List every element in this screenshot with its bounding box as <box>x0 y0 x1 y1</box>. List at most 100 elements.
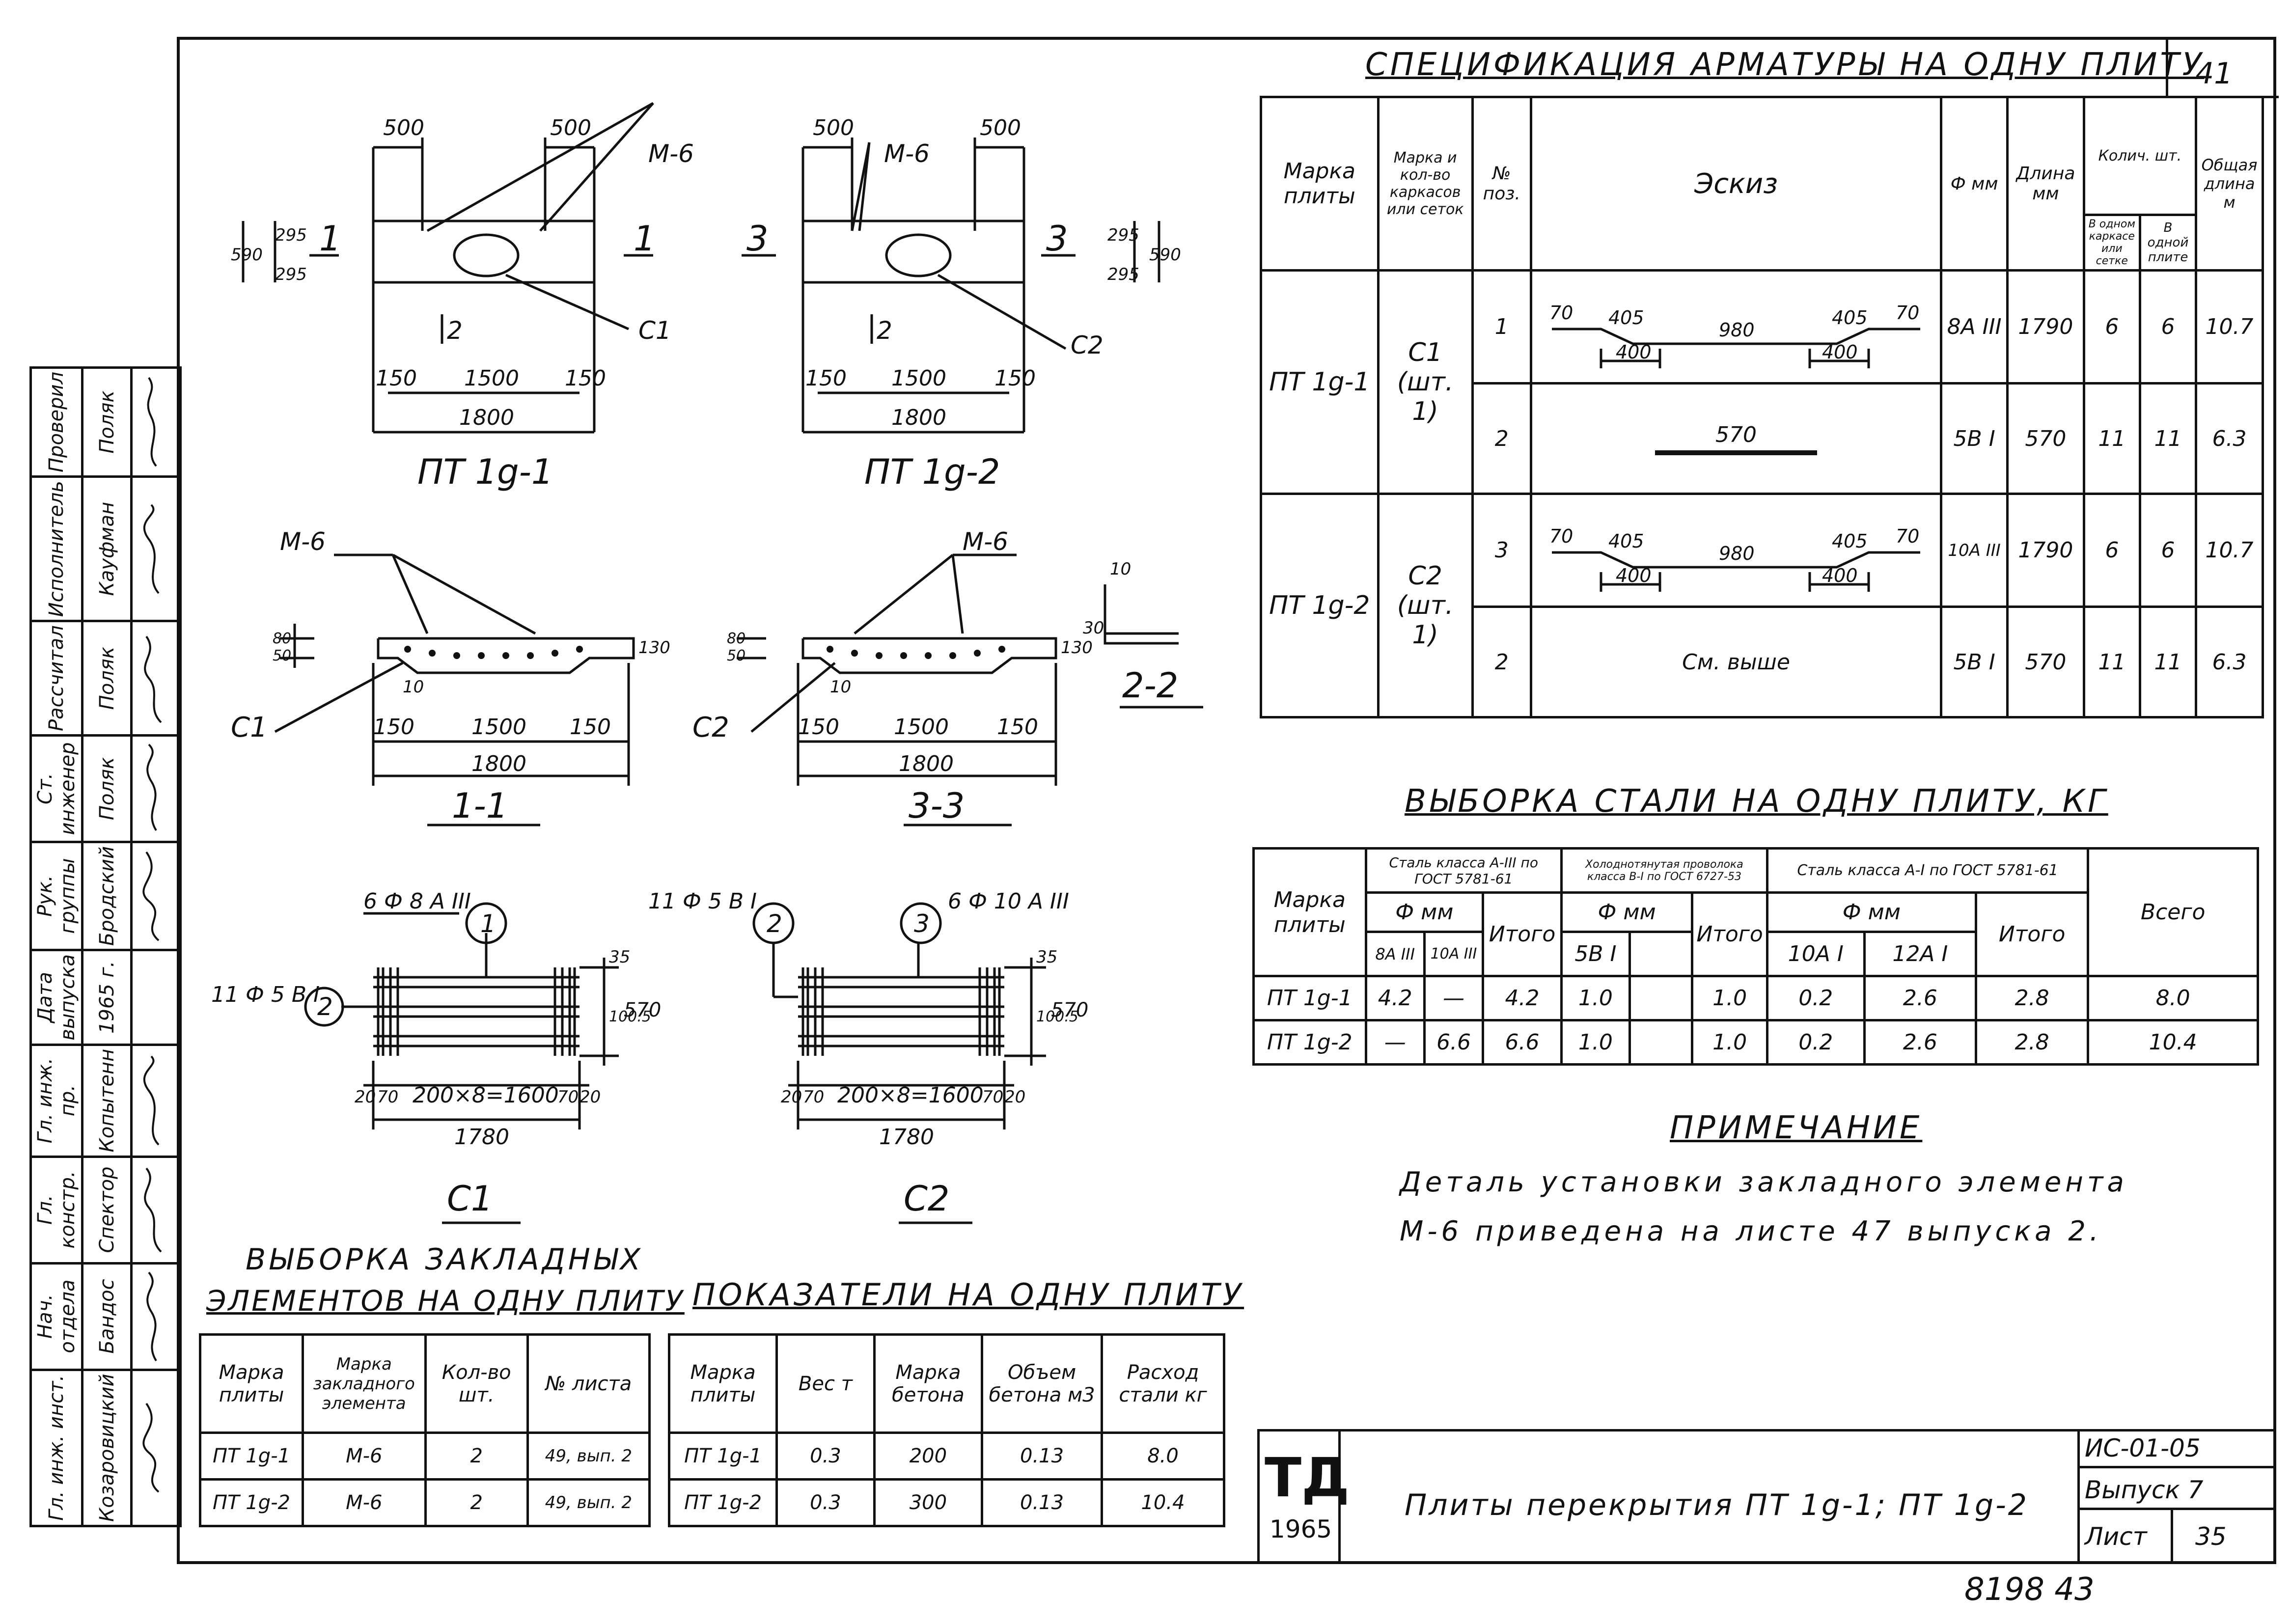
stamp-role: Рассчитал <box>30 621 83 736</box>
spec-plate-2: ПТ 1g-2 <box>1260 493 1380 718</box>
c2-dim-20b: 20 <box>1004 1087 1025 1107</box>
sk3-w2: 400 <box>1822 565 1858 586</box>
stamp-signature <box>131 1045 181 1157</box>
spec-h-plate: Марка плиты <box>1260 96 1380 272</box>
sheet-number: 41 <box>2195 56 2233 91</box>
steel-cell: 2.6 <box>1863 1019 1977 1066</box>
title-block-logo-box <box>1257 1429 1341 1564</box>
steel-h-plate: Марка плиты <box>1252 847 1367 977</box>
pt1-dim-150b: 150 <box>565 366 606 391</box>
stamp-signature <box>131 735 181 842</box>
stamp-role: Нач. отдела <box>30 1263 83 1370</box>
spec-h-qty-plate: В одной плите <box>2138 214 2198 272</box>
emb-h-qty: Кол-во шт. <box>424 1333 529 1434</box>
spec-cage-1: С1 (шт. 1) <box>1377 269 1474 495</box>
s11-dim-150a: 150 <box>373 715 414 740</box>
steel-cell: ПТ 1g-2 <box>1252 1019 1367 1066</box>
spec-sketch-bent: 70 405 980 405 70 400 400 <box>1529 269 1943 385</box>
emb-cell: ПТ 1g-2 <box>199 1478 304 1527</box>
pt2-dim-295b: 295 <box>1107 265 1139 284</box>
stamp-name: Копытенн <box>82 1045 132 1157</box>
steel-cell: 2.6 <box>1863 975 1977 1021</box>
spec-sketch-straight: 570 <box>1529 382 1943 495</box>
emb-h-sheet: № листа <box>526 1333 651 1434</box>
steel-cell: 10.4 <box>2087 1019 2259 1066</box>
s11-title: 1-1 <box>452 786 508 826</box>
ind-h-volume: Объем бетона м3 <box>981 1333 1104 1434</box>
ind-cell: ПТ 1g-1 <box>667 1431 778 1481</box>
stamp-role: Рук. группы <box>30 842 83 950</box>
steel-h-a1: Сталь класса А-I по ГОСТ 5781-61 <box>1766 847 2090 894</box>
spec-qc: 6 <box>2082 269 2141 385</box>
signature-mark <box>146 1271 157 1361</box>
s33-title: 3-3 <box>909 786 965 826</box>
stamp-name: Поляк <box>82 621 132 736</box>
signature-mark <box>146 743 157 831</box>
stamp-name: Поляк <box>82 367 132 477</box>
indicators-title: ПОКАЗАТЕЛИ НА ОДНУ ПЛИТУ <box>692 1277 1244 1313</box>
c2-dim-1780: 1780 <box>879 1125 934 1150</box>
pt1-dim-150a: 150 <box>376 366 417 391</box>
s11-dim-50: 50 <box>273 647 291 664</box>
pt1-title: ПТ 1g-1 <box>417 452 553 492</box>
spec-title: СПЕЦИФИКАЦИЯ АРМАТУРЫ НА ОДНУ ПЛИТУ <box>1365 47 2205 83</box>
emb-cell: М-6 <box>301 1478 427 1527</box>
stamp-role: Исполнитель <box>30 476 83 621</box>
stamp-role: Гл. констр. <box>30 1156 83 1264</box>
titleblock-code-box <box>2077 1429 2276 1564</box>
pt2-title: ПТ 1g-2 <box>864 452 1000 492</box>
ind-h-weight: Вес т <box>775 1333 876 1434</box>
c1-dim-70b: 70 <box>557 1087 579 1107</box>
s33-dim-80: 80 <box>727 630 745 647</box>
pt2-dim-1500: 1500 <box>891 366 946 391</box>
spec-pos: 2 <box>1471 606 1532 718</box>
pt1-dim-590: 590 <box>231 245 263 265</box>
embedded-title-2: ЭЛЕМЕНТОВ НА ОДНУ ПЛИТУ <box>206 1284 685 1318</box>
c1-marker-2: 2 <box>317 992 333 1021</box>
spec-h-dia: Ф мм <box>1940 96 2009 272</box>
steel-cell: 1.0 <box>1691 975 1768 1021</box>
spec-cage-2: С2 (шт. 1) <box>1377 493 1474 718</box>
spec-table: Марка плиты Марка и кол-во каркасов или … <box>1260 96 2264 718</box>
spec-qp: 11 <box>2138 382 2198 495</box>
spec-qp: 11 <box>2138 606 2198 718</box>
spec-plate-1: ПТ 1g-1 <box>1260 269 1380 495</box>
steel-h-10a1: 10А I <box>1766 931 1866 977</box>
titleblock-sheet-label: Лист <box>2085 1522 2147 1551</box>
signature-mark <box>143 1055 159 1146</box>
titleblock-sheet: 35 <box>2195 1522 2227 1551</box>
titleblock-title: Плиты перекрытия ПТ 1g-1; ПТ 1g-2 <box>1405 1488 2029 1522</box>
spec-len: 570 <box>2006 382 2085 495</box>
steel-cell <box>1628 975 1694 1021</box>
steel-h-12a1: 12А I <box>1863 931 1977 977</box>
stamp-name: Бандос <box>82 1263 132 1370</box>
s33-dim-150b: 150 <box>997 715 1038 740</box>
c1-dim-35: 35 <box>609 947 630 967</box>
signature-mark <box>142 1403 159 1493</box>
spec-pos: 3 <box>1471 493 1532 608</box>
c2-dim-span: 200×8=1600 <box>837 1083 984 1108</box>
c1-dim-100: 100.5 <box>609 1008 651 1025</box>
steel-cell: 8.0 <box>2087 975 2259 1021</box>
pt2-dim-150b: 150 <box>994 366 1036 391</box>
c2-title: С2 <box>904 1179 949 1219</box>
steel-cell: 6.6 <box>1482 1019 1563 1066</box>
ind-cell: ПТ 1g-2 <box>667 1478 778 1527</box>
s22-dim-10: 10 <box>1110 559 1131 579</box>
steel-h-grand: Всего <box>2087 847 2259 977</box>
steel-h-dia-a3: Ф мм <box>1364 891 1485 933</box>
steel-cell: 1.0 <box>1560 1019 1631 1066</box>
s33-dim-50: 50 <box>727 647 745 664</box>
title-block <box>1257 1429 2276 1564</box>
pt1-dim-500b: 500 <box>550 115 591 140</box>
spec-qc: 11 <box>2082 606 2141 718</box>
spec-h-total: Общая длина м <box>2195 96 2264 272</box>
pt2-cut-right: 3 <box>1046 219 1068 259</box>
steel-cell: — <box>1364 1019 1426 1066</box>
spec-dia: 8А III <box>1940 269 2009 385</box>
ind-cell: 0.3 <box>775 1431 876 1481</box>
steel-cell: 4.2 <box>1482 975 1563 1021</box>
c1-marker-1: 1 <box>480 909 496 938</box>
bent-bar-sketch: 70 405 980 405 70 400 400 <box>1549 302 1921 368</box>
ind-cell: 200 <box>873 1431 984 1481</box>
